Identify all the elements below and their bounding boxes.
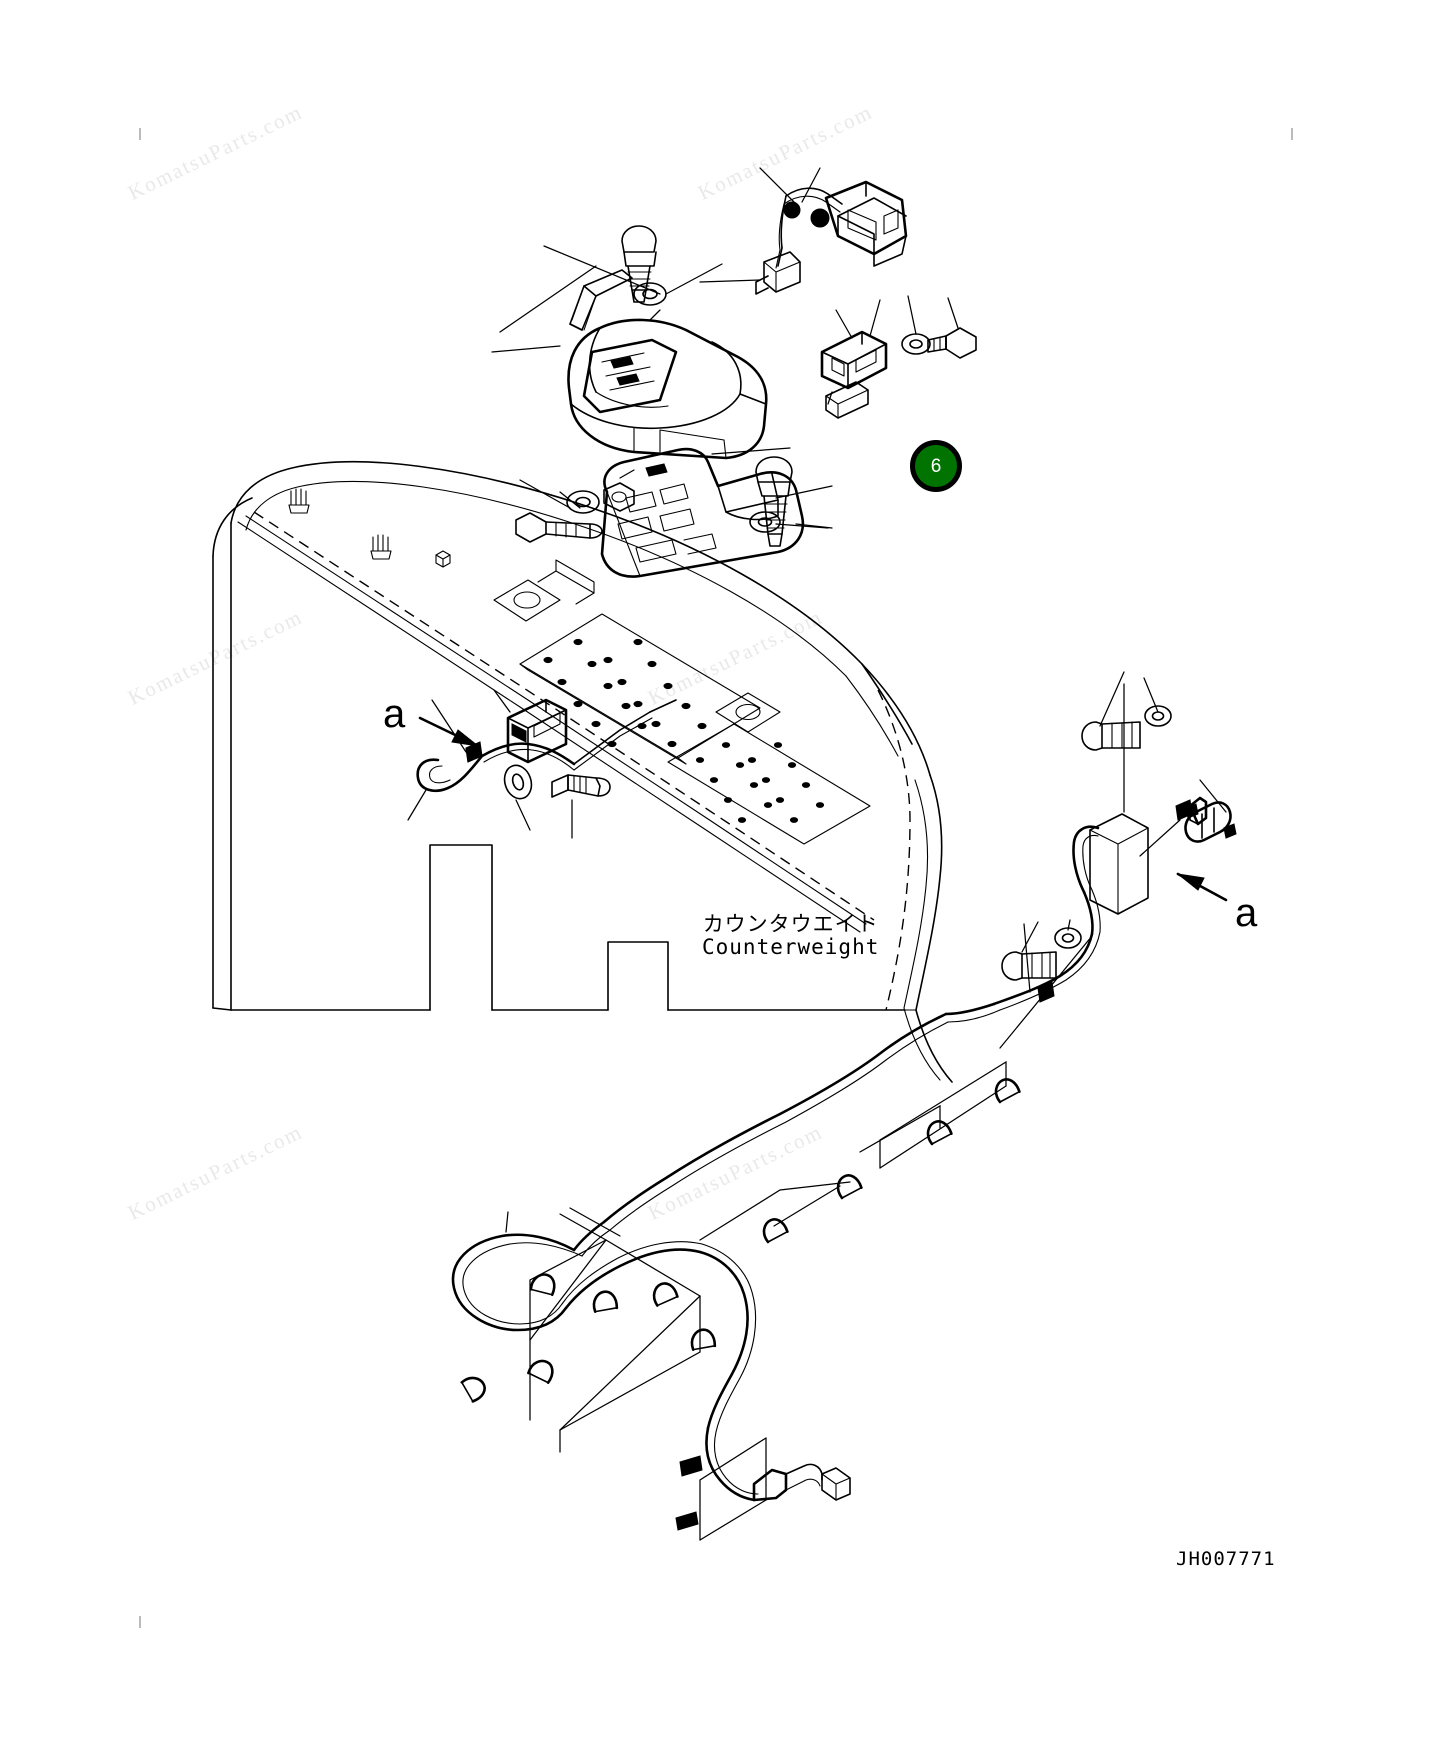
harness-clamps [460,1078,1021,1403]
counterweight-deck-pads [493,559,781,733]
lamp-bolt-upper [621,225,657,303]
lamp-housing [567,318,768,460]
lamp-cover-plate [569,269,633,331]
bolt-right-upper [1081,721,1141,751]
badge-number: 6 [930,455,942,477]
section-marker-a-left: a [383,692,406,736]
rim-clips [288,488,451,568]
harness-connector-mid [755,251,801,295]
washer-right-lower [1054,927,1082,949]
tread-panel-lower [667,723,871,845]
counterweight-label-japanese: カウンタウエイト [702,912,879,936]
section-marker-a-right: a [1235,891,1258,935]
mount-bracket-upper-right [820,330,888,390]
lamp-assembly-group [491,225,833,578]
lamp-bolt-right [755,456,793,547]
counterweight-label-english: Counterweight [702,934,880,959]
clamp-bracket-right-upper [1184,801,1237,843]
bolt-right-lower [1001,951,1057,981]
drawing-number: JH007771 [1176,1548,1276,1570]
harness-connector-upper [783,180,908,267]
section-arrow-left [418,716,480,748]
harness-clamp-right [1175,796,1208,826]
left-clamp-detail [407,689,677,839]
harness-end-connector [752,1463,851,1502]
washer-upper-right [901,333,931,355]
tread-panel-upper [519,613,761,765]
lamp-bushing-left-lower [603,482,635,512]
clamp-upper-right [825,381,869,419]
right-harness-group [944,671,1237,1049]
bolt-upper-right [927,327,977,359]
counterweight-label: カウンタウエイト Counterweight [702,913,879,958]
lamp-base-bracket [600,447,805,578]
lower-wiring-harness [451,1012,1021,1541]
registration-marks [139,128,1293,1628]
counterweight-body [212,461,953,1083]
washer-right-upper [1144,705,1172,727]
lamp-bolt-left-lower [515,512,603,543]
upper-harness-connectors [699,167,908,295]
clamp-bracket-left [506,698,568,764]
section-arrow-right [1176,872,1228,902]
lamp-washer-upper [633,282,667,306]
lamp-washer-right [749,511,781,533]
lamp-washer-left-lower [566,490,600,514]
harness-bracket-right [1089,813,1149,915]
bolt-left-clamp [551,774,611,798]
rim-nut [435,550,451,568]
upper-right-bracket-group [820,295,977,419]
figure-reference-badge[interactable]: 6 [910,440,962,492]
washer-left-clamp [503,764,533,800]
